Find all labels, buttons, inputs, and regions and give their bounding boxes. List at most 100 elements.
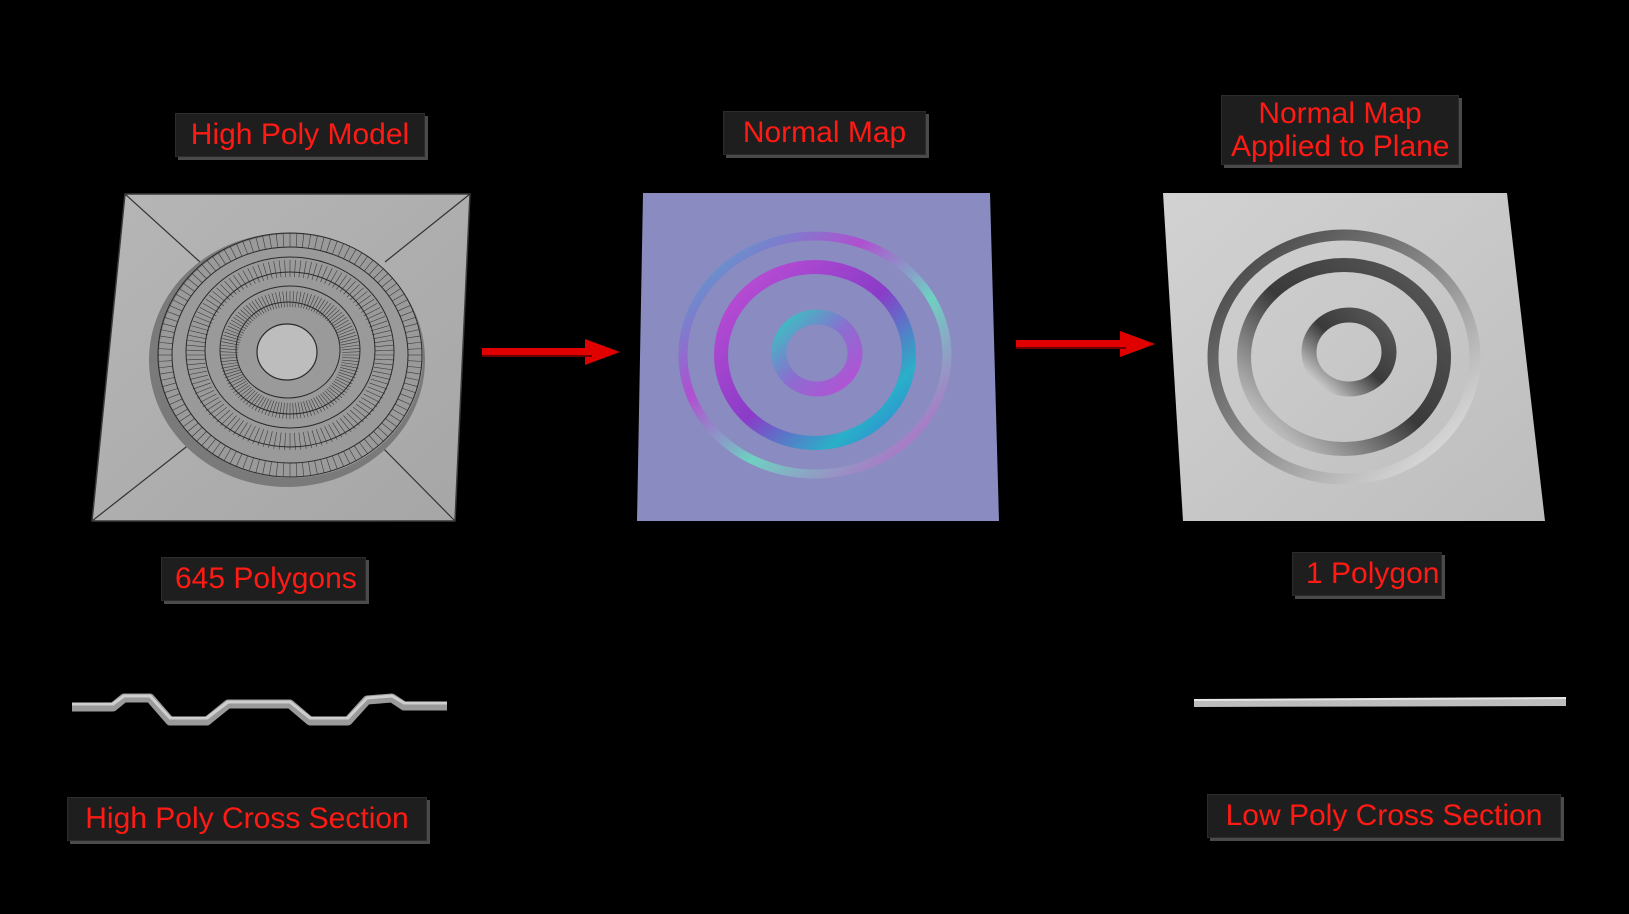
wireframe-edge [187, 277, 199, 288]
wireframe-edge [197, 390, 215, 399]
wireframe-edge [373, 431, 384, 442]
wireframe-edge [300, 401, 305, 418]
wireframe-edge [364, 438, 374, 451]
wireframe-edge [220, 359, 239, 362]
high-poly-cross-section [72, 693, 447, 726]
label-normal-map: Normal Map [723, 111, 926, 155]
wireframe-edge [310, 296, 319, 312]
wireframe-edge [269, 461, 272, 476]
wireframe-edge [320, 459, 325, 473]
wireframe-edge [237, 272, 248, 288]
wireframe-edge [320, 266, 328, 283]
wireframe-edge [367, 316, 386, 324]
wireframe-edge [392, 293, 405, 302]
wireframe-edge [340, 364, 359, 369]
wireframe-edge [349, 409, 364, 423]
wireframe-edge [331, 317, 347, 328]
wireframe-edge [237, 386, 252, 399]
wireframe-edge [318, 395, 329, 409]
wireframe-edge [368, 264, 379, 275]
wireframe-edge [160, 329, 175, 333]
wireframe-edge [354, 445, 363, 458]
low-poly-cross-section [1193, 697, 1567, 707]
wireframe-edge [295, 462, 298, 477]
label-low-cross-section: Low Poly Cross Section [1207, 794, 1561, 838]
wireframe-edge [313, 297, 323, 313]
wireframe-edge [374, 349, 394, 352]
wireframe-edge [268, 262, 273, 279]
wireframe-edge [252, 266, 260, 283]
wireframe-edge [257, 397, 267, 413]
wireframe-edge [255, 459, 260, 473]
wireframe-edge [162, 323, 177, 328]
wireframe-edge [355, 403, 371, 416]
wireframe-edge [212, 406, 228, 419]
wireframe-edge [407, 365, 422, 369]
wireframe-edge [320, 237, 325, 251]
wireframe-edge [331, 382, 347, 393]
wireframe-edge [189, 374, 208, 380]
wireframe-edge [235, 384, 250, 396]
wireframe-edge [169, 398, 183, 405]
wireframe-edge [377, 427, 389, 437]
wireframe-edge [227, 376, 244, 385]
wireframe-edge [308, 295, 316, 311]
wireframe-edge [320, 427, 328, 444]
wireframe-edge [365, 390, 383, 399]
wireframe-edge [340, 341, 359, 346]
wireframe-edge [406, 371, 421, 375]
wireframe-edge [363, 393, 381, 403]
wireframe-edge [388, 288, 401, 297]
label-high-poly-model: High Poly Model [175, 113, 425, 157]
wireframe-edge [199, 307, 217, 317]
wireframe-edge [298, 432, 302, 450]
wireframe-edge [320, 303, 332, 317]
wireframe-edge [227, 325, 244, 334]
wireframe-edge [268, 431, 273, 448]
wireframe-edge [251, 395, 262, 409]
wireframe-edge [341, 362, 360, 366]
wireframe-edge [255, 237, 260, 251]
wireframe-edge [191, 273, 203, 283]
wireframe-edge [282, 291, 285, 308]
wireframe-edge [245, 305, 258, 318]
wireframe-edge [187, 339, 207, 344]
wireframe-edge [359, 442, 368, 454]
wireframe-edge [248, 457, 254, 472]
wireframe-edge [229, 451, 237, 464]
wireframe-edge [217, 252, 226, 265]
wireframe-edge [192, 320, 211, 328]
wireframe-edge [337, 328, 355, 336]
wireframe-edge [223, 334, 241, 341]
wireframe-edge [339, 369, 357, 376]
arrow-right-icon [482, 339, 620, 365]
wireframe-edge [286, 402, 288, 419]
wireframe-edge [183, 283, 195, 292]
wireframe-edge [248, 393, 260, 407]
wireframe-edge [403, 382, 418, 387]
wireframe-edge [284, 432, 286, 450]
wireframe-edge [220, 412, 234, 426]
wireframe-edge [337, 374, 355, 382]
wireframe-edge [403, 323, 418, 328]
wireframe-edge [328, 270, 338, 286]
wireframe-edge [369, 320, 388, 328]
wireframe-edge [332, 455, 338, 470]
wireframe-edge [294, 260, 296, 278]
wireframe-edge [202, 397, 219, 408]
wireframe-edge [372, 374, 391, 380]
wireframe-edge [186, 349, 206, 352]
wireframe-edge [188, 334, 207, 340]
wireframe-edge [318, 301, 329, 315]
wireframe-edge [407, 348, 422, 350]
wireframe-edge [223, 369, 241, 376]
wireframe-edge [324, 426, 333, 442]
wireframe-edge [217, 445, 226, 458]
wireframe-edge [164, 388, 178, 393]
wireframe-edge [315, 299, 326, 314]
wireframe-edge [245, 392, 258, 405]
wireframe-edge [236, 243, 243, 257]
wireframe-edge [355, 294, 371, 307]
wireframe-edge [381, 422, 393, 433]
wireframe-edge [220, 344, 239, 348]
